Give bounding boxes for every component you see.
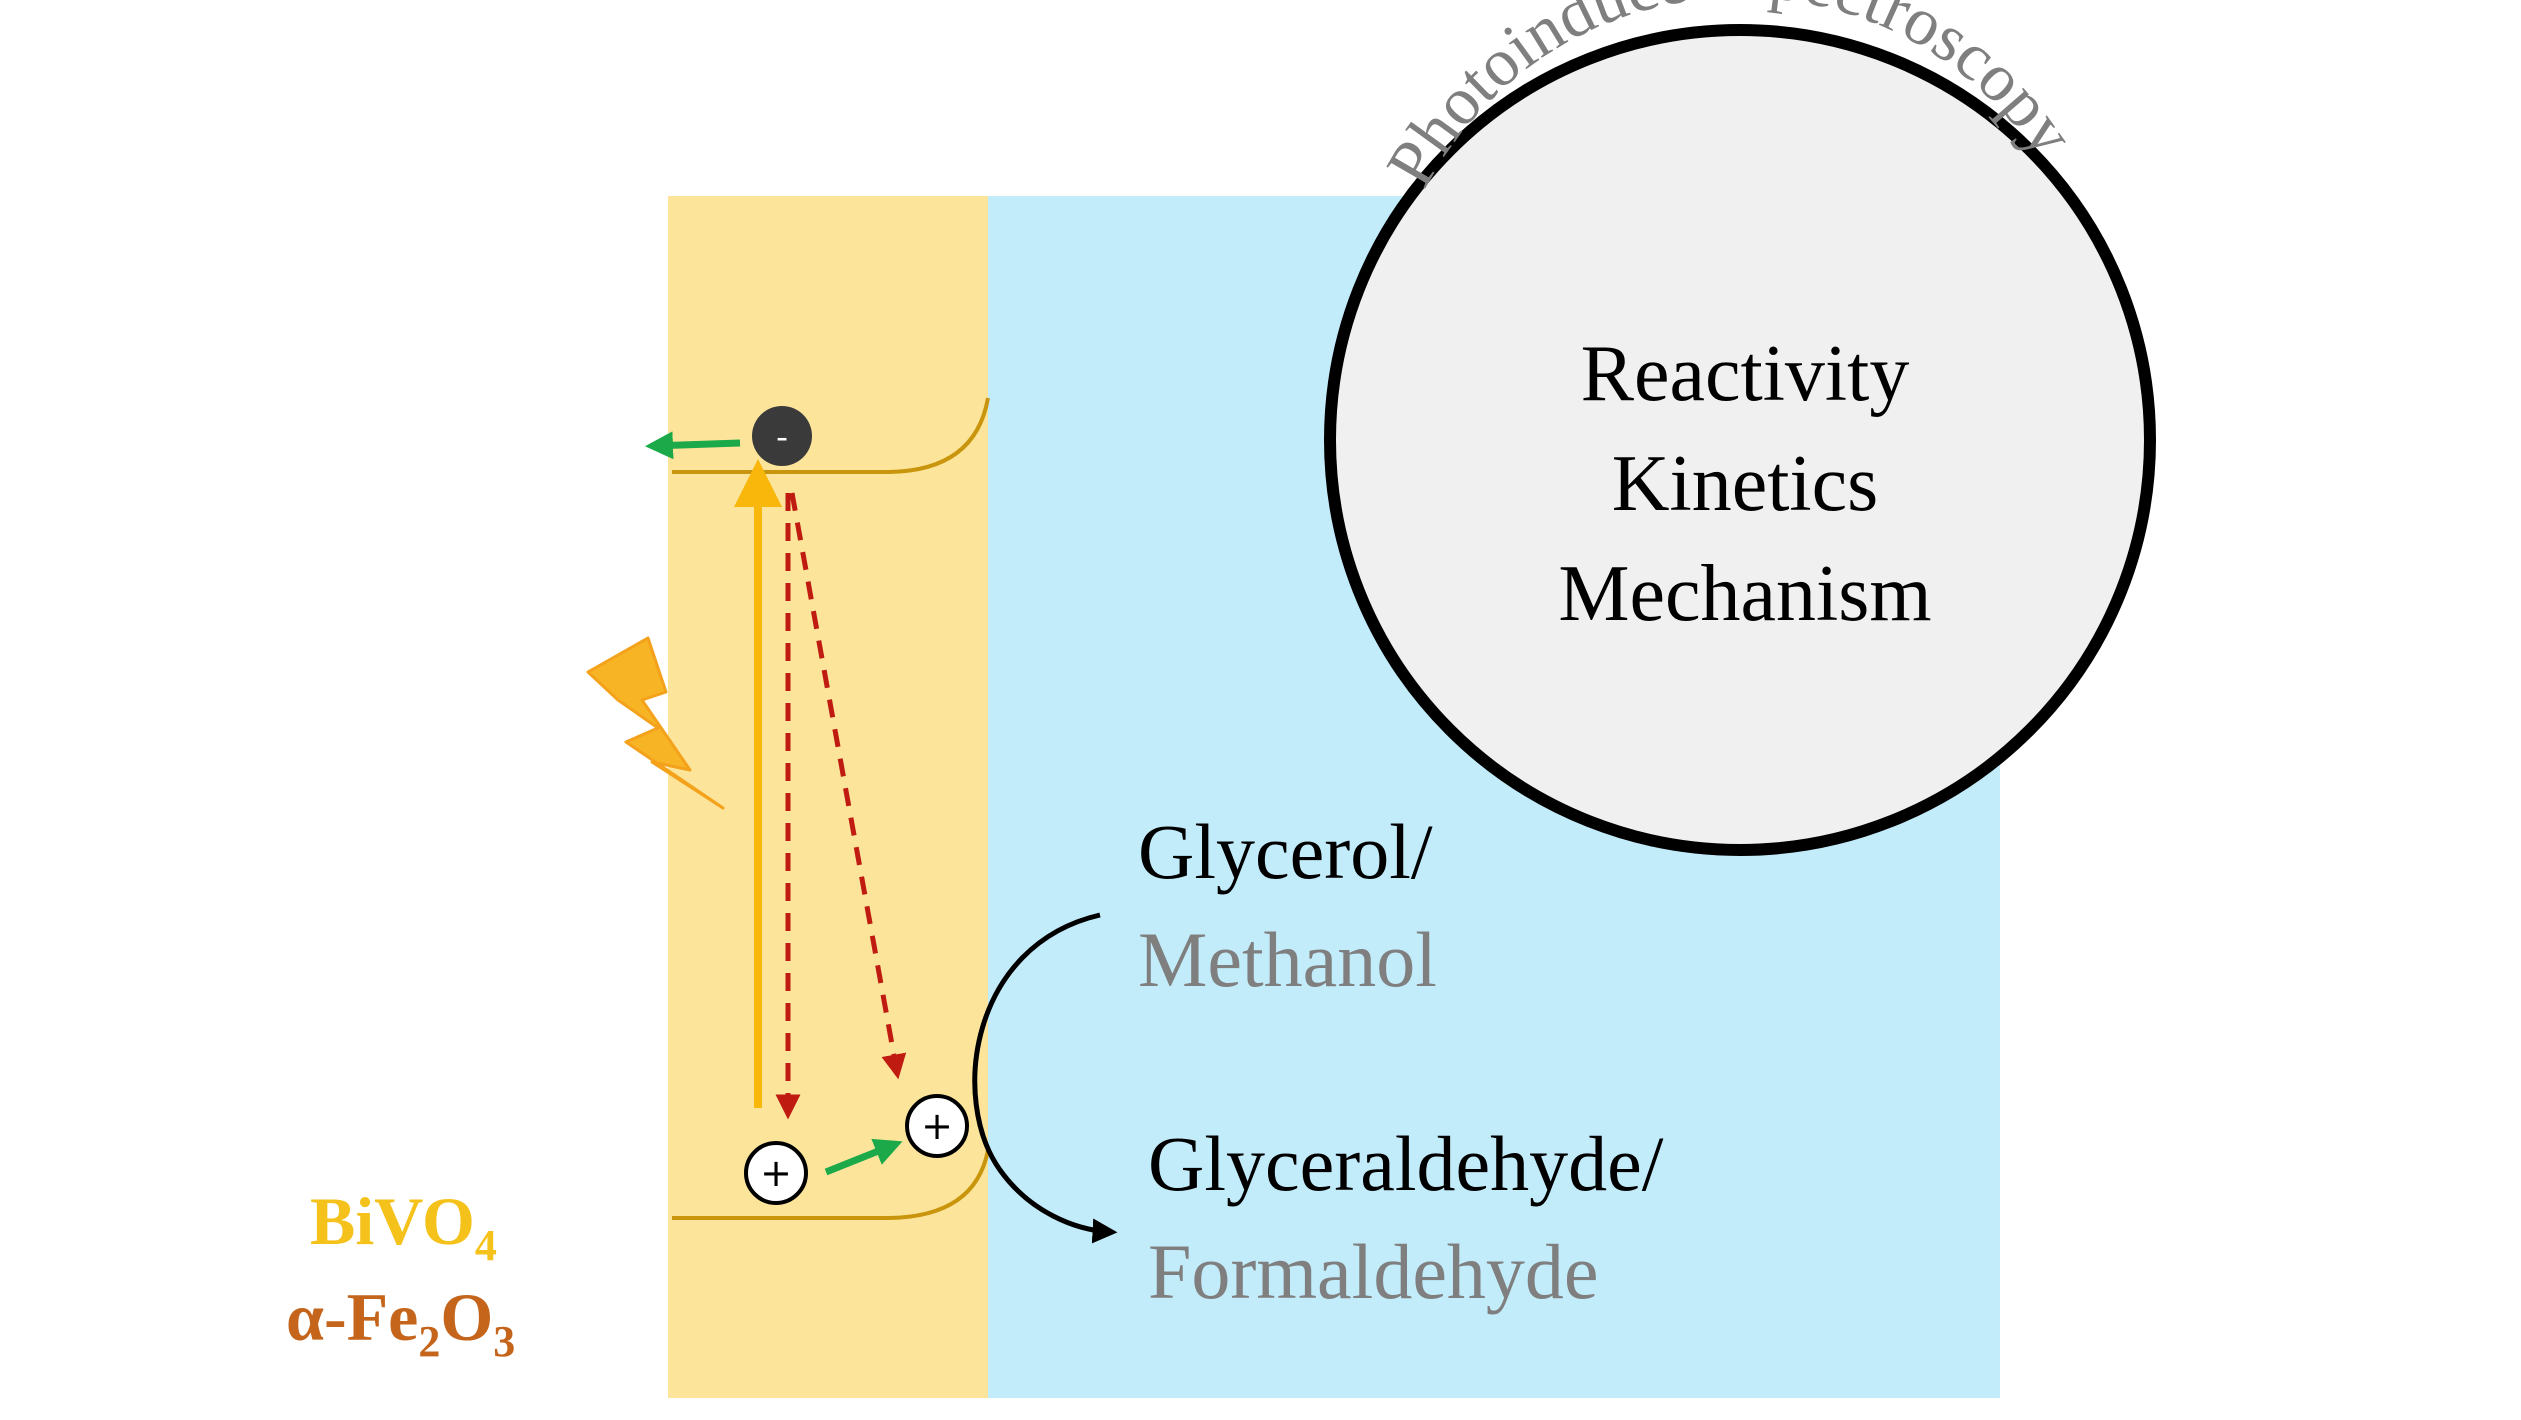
lightning-icon xyxy=(586,636,725,810)
circle-item-reactivity: Reactivity xyxy=(1581,330,1910,418)
recombination-arrow-2 xyxy=(789,492,907,1080)
semiconductor-region xyxy=(668,196,988,1398)
hole-symbol-1: + xyxy=(760,1151,792,1195)
conduction-band-edge xyxy=(672,397,990,474)
circle-item-mechanism: Mechanism xyxy=(1558,550,1931,638)
electron-charge: - xyxy=(752,406,812,466)
spectroscopy-circle xyxy=(1324,24,2156,856)
hole-charge-1: + xyxy=(744,1141,808,1205)
hole-charge-2: + xyxy=(905,1094,969,1158)
product-glyceraldehyde: Glyceraldehyde/ xyxy=(1148,1120,1664,1207)
valence-band-edge xyxy=(672,1149,990,1220)
reaction-arrow xyxy=(972,912,1118,1244)
reactant-methanol: Methanol xyxy=(1138,916,1437,1003)
electron-transfer-arrow xyxy=(645,431,741,460)
material-bivo4: BiVO4 xyxy=(310,1183,497,1270)
electron-symbol: - xyxy=(776,418,787,455)
hole-transfer-arrow xyxy=(824,1138,903,1176)
reactant-glycerol: Glycerol/ xyxy=(1138,808,1433,895)
circle-item-kinetics: Kinetics xyxy=(1612,440,1879,528)
material-fe2o3: α-Fe2O3 xyxy=(286,1279,515,1366)
product-formaldehyde: Formaldehyde xyxy=(1148,1228,1599,1315)
hole-symbol-2: + xyxy=(921,1104,953,1148)
